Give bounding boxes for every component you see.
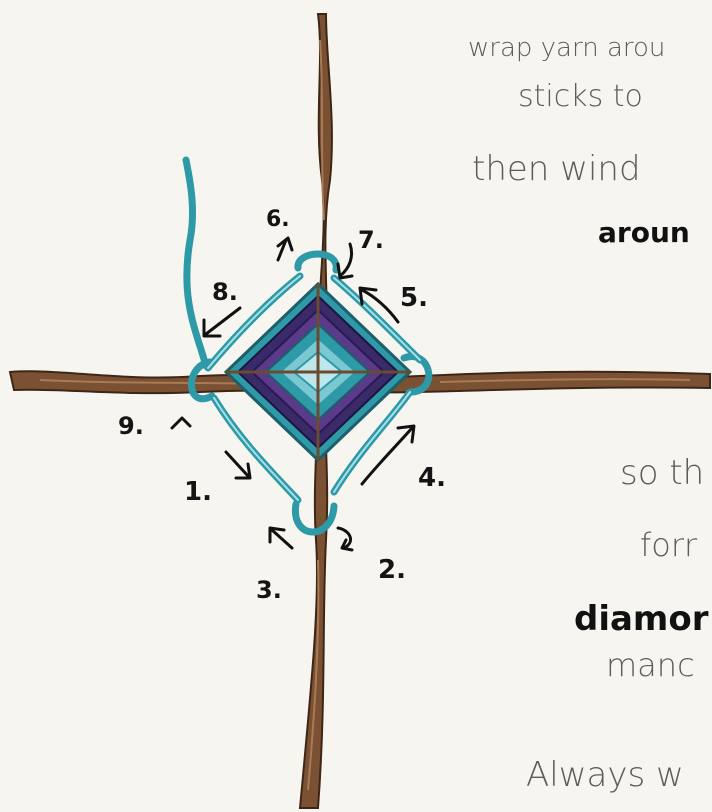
- instruction-line-9: Always w: [526, 755, 684, 795]
- instruction-line-1: wrap yarn arou: [468, 33, 665, 63]
- instruction-line-7: diamor: [574, 599, 709, 639]
- instruction-line-5: so th: [620, 453, 704, 493]
- step-2: 2.: [378, 555, 406, 585]
- step-1: 1.: [184, 477, 212, 507]
- step-5: 5.: [400, 283, 428, 313]
- instruction-line-8: manc: [606, 646, 695, 684]
- step-6: 6.: [266, 207, 290, 232]
- step-3: 3.: [256, 576, 282, 604]
- step-8: 8.: [212, 278, 238, 306]
- step-9: 9.: [118, 412, 144, 440]
- step-7: 7.: [358, 226, 384, 254]
- instruction-line-2: sticks to: [518, 79, 643, 114]
- instruction-line-4: aroun: [598, 216, 690, 249]
- step-4: 4.: [418, 463, 446, 493]
- instruction-line-6: forr: [640, 526, 698, 564]
- instruction-line-3: then wind: [472, 149, 641, 189]
